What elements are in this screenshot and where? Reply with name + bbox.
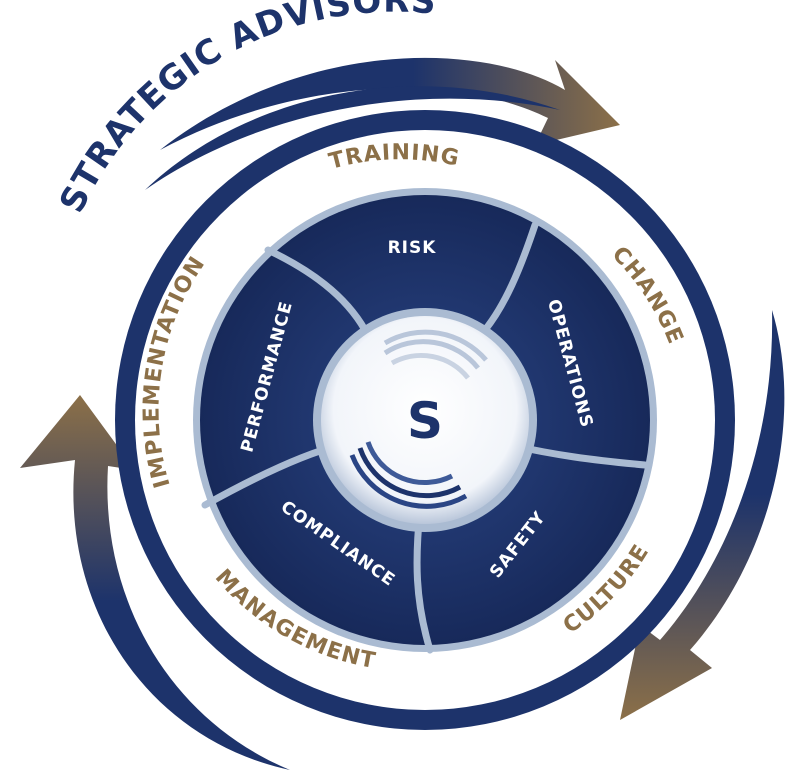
left-cycle-arrow bbox=[20, 395, 290, 770]
top-cycle-arrow bbox=[160, 57, 620, 150]
center-logo-arcs-bottom bbox=[349, 441, 468, 509]
title-swoosh bbox=[145, 86, 560, 190]
center-logo-letter: S bbox=[407, 392, 443, 450]
right-cycle-arrow bbox=[620, 310, 785, 720]
segment-risk: RISK bbox=[388, 238, 437, 258]
center-logo-arcs-top bbox=[383, 329, 488, 380]
